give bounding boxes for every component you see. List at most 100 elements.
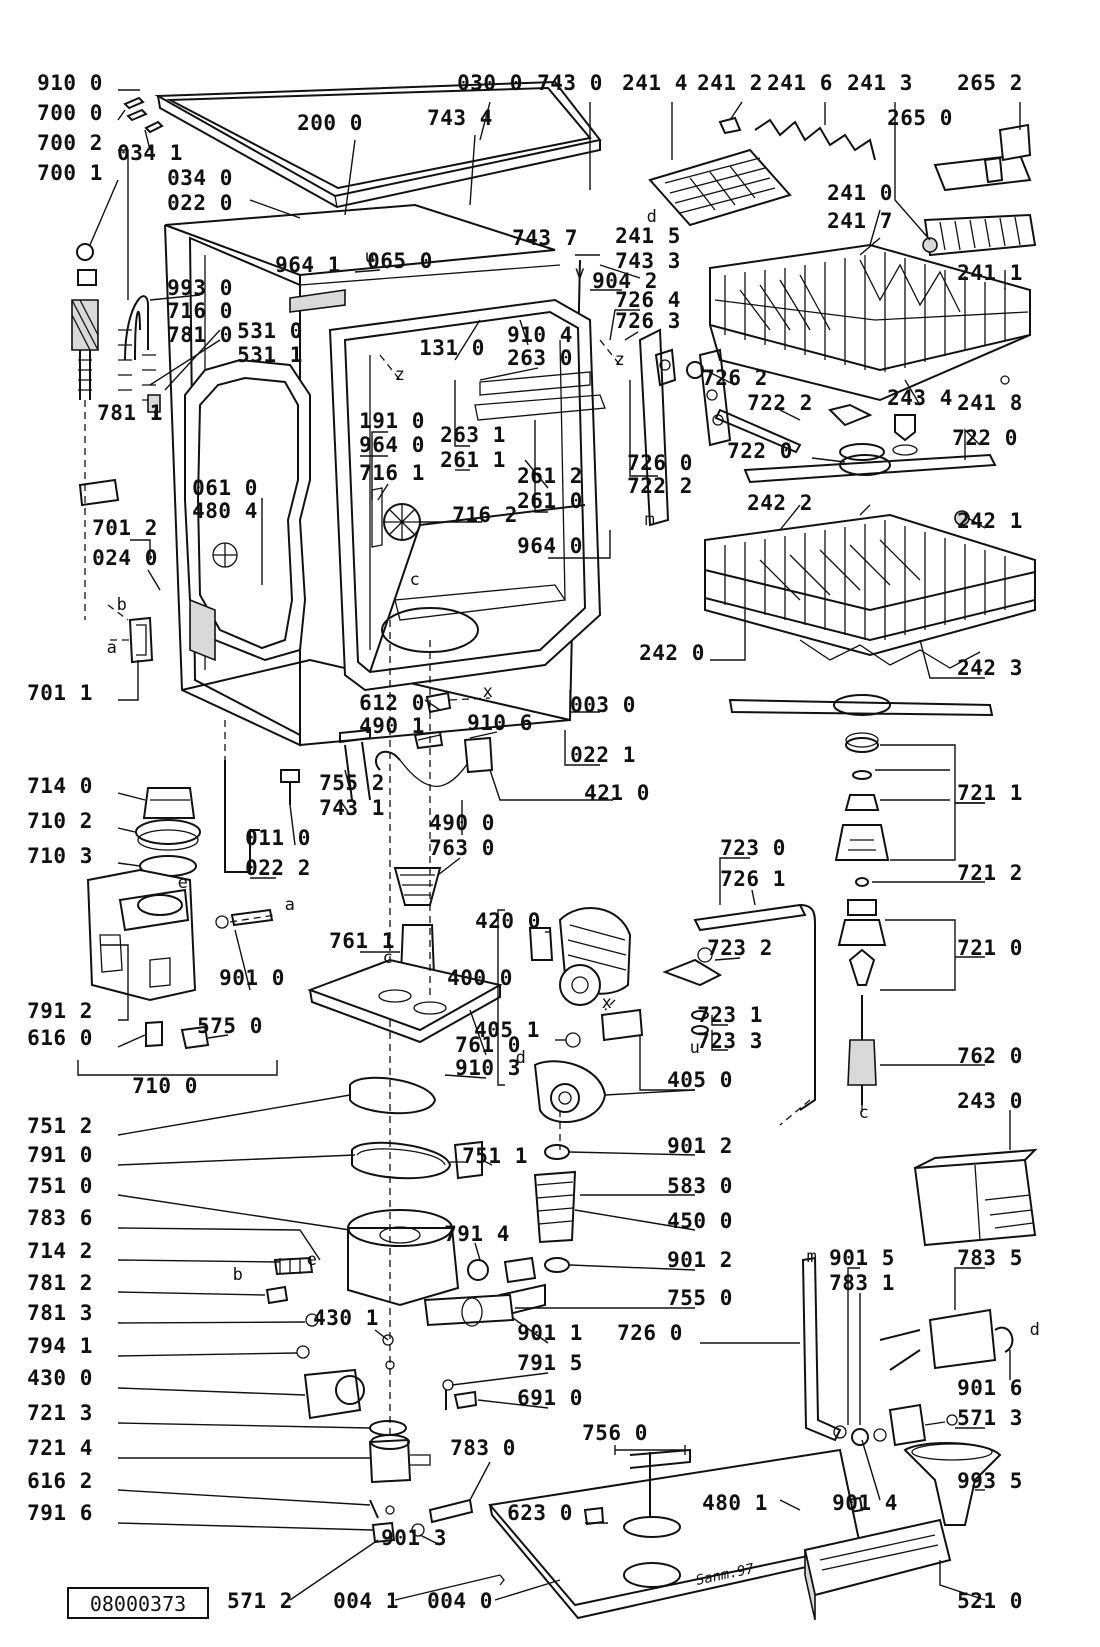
electrical-parts: [339, 691, 494, 801]
part-label-2630: 263 0: [507, 346, 573, 370]
part-label-7434: 743 4: [427, 106, 493, 130]
hoses: [423, 1144, 577, 1327]
part-label-0341: 034 1: [117, 141, 183, 165]
part-label-0110: 011 0: [245, 826, 311, 850]
part-label-7264: 726 4: [615, 288, 681, 312]
part-label-9015: 901 5: [829, 1246, 895, 1270]
connection-letter-u: u: [365, 247, 376, 267]
lower-spray-arm-stack: [728, 694, 994, 1105]
part-label-5713: 571 3: [957, 1406, 1023, 1430]
connection-letter-v: v: [575, 263, 586, 283]
part-label-7160: 716 0: [167, 299, 233, 323]
connection-letter-z: z: [615, 350, 626, 370]
part-label-0041: 004 1: [333, 1589, 399, 1613]
part-label-0221: 022 1: [570, 743, 636, 767]
part-label-7550: 755 0: [667, 1286, 733, 1310]
connection-letter-c: c: [859, 1103, 870, 1123]
insulation-panel: [184, 358, 311, 662]
top-clips: [123, 96, 164, 134]
part-label-7262: 726 2: [702, 366, 768, 390]
part-label-7836: 783 6: [27, 1206, 93, 1230]
part-label-7510: 751 0: [27, 1174, 93, 1198]
part-label-7140: 714 0: [27, 774, 93, 798]
connection-letter-e: e: [307, 1250, 318, 1270]
part-label-7012: 701 2: [92, 516, 158, 540]
part-label-0240: 024 0: [92, 546, 158, 570]
part-label-7610: 761 0: [455, 1033, 521, 1057]
part-label-6230: 623 0: [507, 1501, 573, 1525]
part-label-7213: 721 3: [27, 1401, 93, 1425]
part-label-7220b: 722 0: [727, 439, 793, 463]
part-label-9013: 901 3: [381, 1526, 447, 1550]
part-label-2000: 200 0: [297, 111, 363, 135]
part-label-0610: 061 0: [192, 476, 258, 500]
adjustable-foot-assembly: [71, 243, 154, 664]
part-label-2434: 243 4: [887, 386, 953, 410]
part-label-7914: 791 4: [444, 1222, 510, 1246]
part-label-7831: 783 1: [829, 1271, 895, 1295]
rack-rail: [922, 123, 1037, 385]
part-label-2412: 241 2: [697, 71, 763, 95]
part-label-5311: 531 1: [237, 343, 303, 367]
part-label-7222a: 722 2: [747, 391, 813, 415]
part-label-7142: 714 2: [27, 1239, 93, 1263]
part-label-4301: 430 1: [313, 1306, 379, 1330]
part-label-7912: 791 2: [27, 999, 93, 1023]
part-label-0220: 022 0: [167, 191, 233, 215]
tub-bottom: [394, 584, 567, 621]
part-label-7511: 751 1: [462, 1144, 528, 1168]
connection-letter-e: e: [178, 873, 189, 893]
connection-letter-b: b: [117, 595, 128, 615]
part-label-1310: 131 0: [419, 336, 485, 360]
part-label-2650: 265 0: [887, 106, 953, 130]
connection-letter-b: b: [233, 1265, 244, 1285]
cup-shelf: [648, 148, 792, 227]
part-label-6160: 616 0: [27, 1026, 93, 1050]
part-label-9641: 964 1: [275, 253, 341, 277]
part-label-2411: 241 1: [957, 261, 1023, 285]
part-label-7512: 751 2: [27, 1114, 93, 1138]
part-label-7811: 781 1: [97, 401, 163, 425]
part-label-7552: 755 2: [319, 771, 385, 795]
part-label-7233: 723 3: [697, 1029, 763, 1053]
upper-spray-feed: [662, 903, 816, 1111]
part-label-7100: 710 0: [132, 1074, 198, 1098]
part-label-4051: 405 1: [474, 1018, 540, 1042]
part-label-7263: 726 3: [615, 309, 681, 333]
part-label-2610: 261 0: [517, 489, 583, 513]
water-softener: [77, 787, 278, 1076]
part-label-9100: 910 0: [37, 71, 103, 95]
upper-spray-arm: [743, 403, 997, 484]
part-label-9640b: 964 0: [517, 534, 583, 558]
part-label-7813: 781 3: [27, 1301, 93, 1325]
part-label-2413: 241 3: [847, 71, 913, 95]
part-label-9014: 901 4: [832, 1491, 898, 1515]
part-label-7630: 763 0: [429, 836, 495, 860]
part-label-7611: 761 1: [329, 929, 395, 953]
part-label-7812: 781 2: [27, 1271, 93, 1295]
part-label-5210: 521 0: [957, 1589, 1023, 1613]
connection-letter-x: x: [483, 682, 494, 702]
connection-letter-d: d: [647, 207, 658, 227]
inner-tub: [328, 298, 606, 692]
control-panel-strip: [803, 1518, 952, 1621]
connection-letter-d: d: [516, 1048, 527, 1068]
line-art: [71, 80, 1038, 1621]
part-label-7232: 723 2: [707, 936, 773, 960]
part-label-7810: 781 0: [167, 323, 233, 347]
part-label-7222b: 722 2: [627, 474, 693, 498]
part-label-7560: 756 0: [582, 1421, 648, 1445]
part-label-7000: 700 0: [37, 101, 103, 125]
part-label-7433: 743 3: [615, 249, 681, 273]
part-label-2423: 242 3: [957, 656, 1023, 680]
connection-letter-u: u: [690, 1038, 701, 1058]
part-label-4900: 490 0: [429, 811, 495, 835]
lower-basket: [704, 510, 1036, 669]
detergent-dispenser: [913, 1148, 1038, 1247]
part-label-7916: 791 6: [27, 1501, 93, 1525]
part-label-9011: 901 1: [517, 1321, 583, 1345]
part-label-7210: 721 0: [957, 936, 1023, 960]
part-label-7941: 794 1: [27, 1334, 93, 1358]
